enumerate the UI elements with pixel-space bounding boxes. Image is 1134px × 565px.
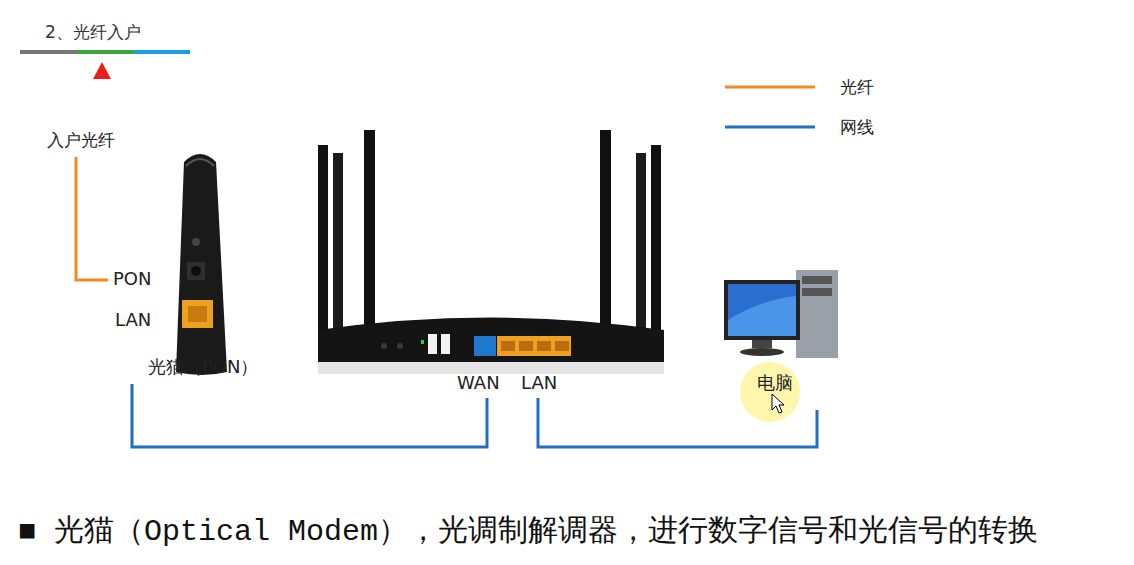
modem-body xyxy=(176,154,227,375)
legend-text: 光纤 xyxy=(840,77,874,97)
antenna xyxy=(318,145,328,360)
title-bar xyxy=(77,50,133,54)
pc-stand xyxy=(752,340,772,348)
pc-monitor xyxy=(724,280,800,340)
lan-port xyxy=(537,341,551,351)
port-label: LAN xyxy=(115,309,151,331)
lan-ports xyxy=(497,336,571,356)
lan-port xyxy=(555,341,569,351)
pc-tower-bay xyxy=(802,288,832,296)
antenna xyxy=(651,145,661,360)
pc-tower-bay xyxy=(802,276,832,284)
antenna xyxy=(600,130,611,330)
port-label: PON xyxy=(113,268,152,290)
router-button xyxy=(381,343,387,349)
lan-port xyxy=(519,341,533,351)
wireless-router: WAN LAN xyxy=(312,128,668,398)
title-bar xyxy=(133,50,190,54)
lan-port xyxy=(501,341,515,351)
fiber-line xyxy=(76,157,108,280)
router-button xyxy=(397,343,403,349)
device-label: LAN xyxy=(521,372,557,394)
computer: 电脑 xyxy=(718,262,842,410)
router-led xyxy=(421,340,424,344)
pc-base xyxy=(740,348,784,356)
optical-modem: 光猫（PON） xyxy=(110,150,278,384)
device-label: WAN xyxy=(457,372,500,394)
device-label: 电脑 xyxy=(757,372,793,394)
wan-port xyxy=(474,336,496,356)
modem-power-port xyxy=(187,262,205,280)
mouse-cursor xyxy=(772,394,784,413)
router-body xyxy=(318,318,664,363)
legend-line xyxy=(725,126,815,129)
pc-screen xyxy=(728,284,796,336)
usb-port xyxy=(441,334,450,354)
modem-lan-port xyxy=(188,306,207,322)
antenna xyxy=(364,130,375,330)
modem-edge xyxy=(186,159,214,166)
modem-lan-port xyxy=(182,300,213,328)
modem-button xyxy=(192,238,200,246)
pc-tower xyxy=(796,270,838,358)
title: 2、光纤入户 xyxy=(45,22,141,42)
device-label: 光猫（PON） xyxy=(148,356,259,378)
usb-port xyxy=(428,334,437,354)
port-label: 入户光纤 xyxy=(47,130,115,150)
pc-screen-glare xyxy=(728,296,796,336)
click-highlight xyxy=(740,362,800,422)
title-bar xyxy=(20,50,77,54)
legend-line xyxy=(725,86,815,89)
progress-marker xyxy=(93,62,111,79)
caption: ■ 光猫（Optical Modem），光调制解调器，进行数字信号和光信号的转换 xyxy=(18,514,1038,550)
network-cable xyxy=(538,398,817,447)
network-cable xyxy=(132,384,487,447)
modem-power-port xyxy=(191,266,201,276)
legend-text: 网线 xyxy=(840,117,874,137)
